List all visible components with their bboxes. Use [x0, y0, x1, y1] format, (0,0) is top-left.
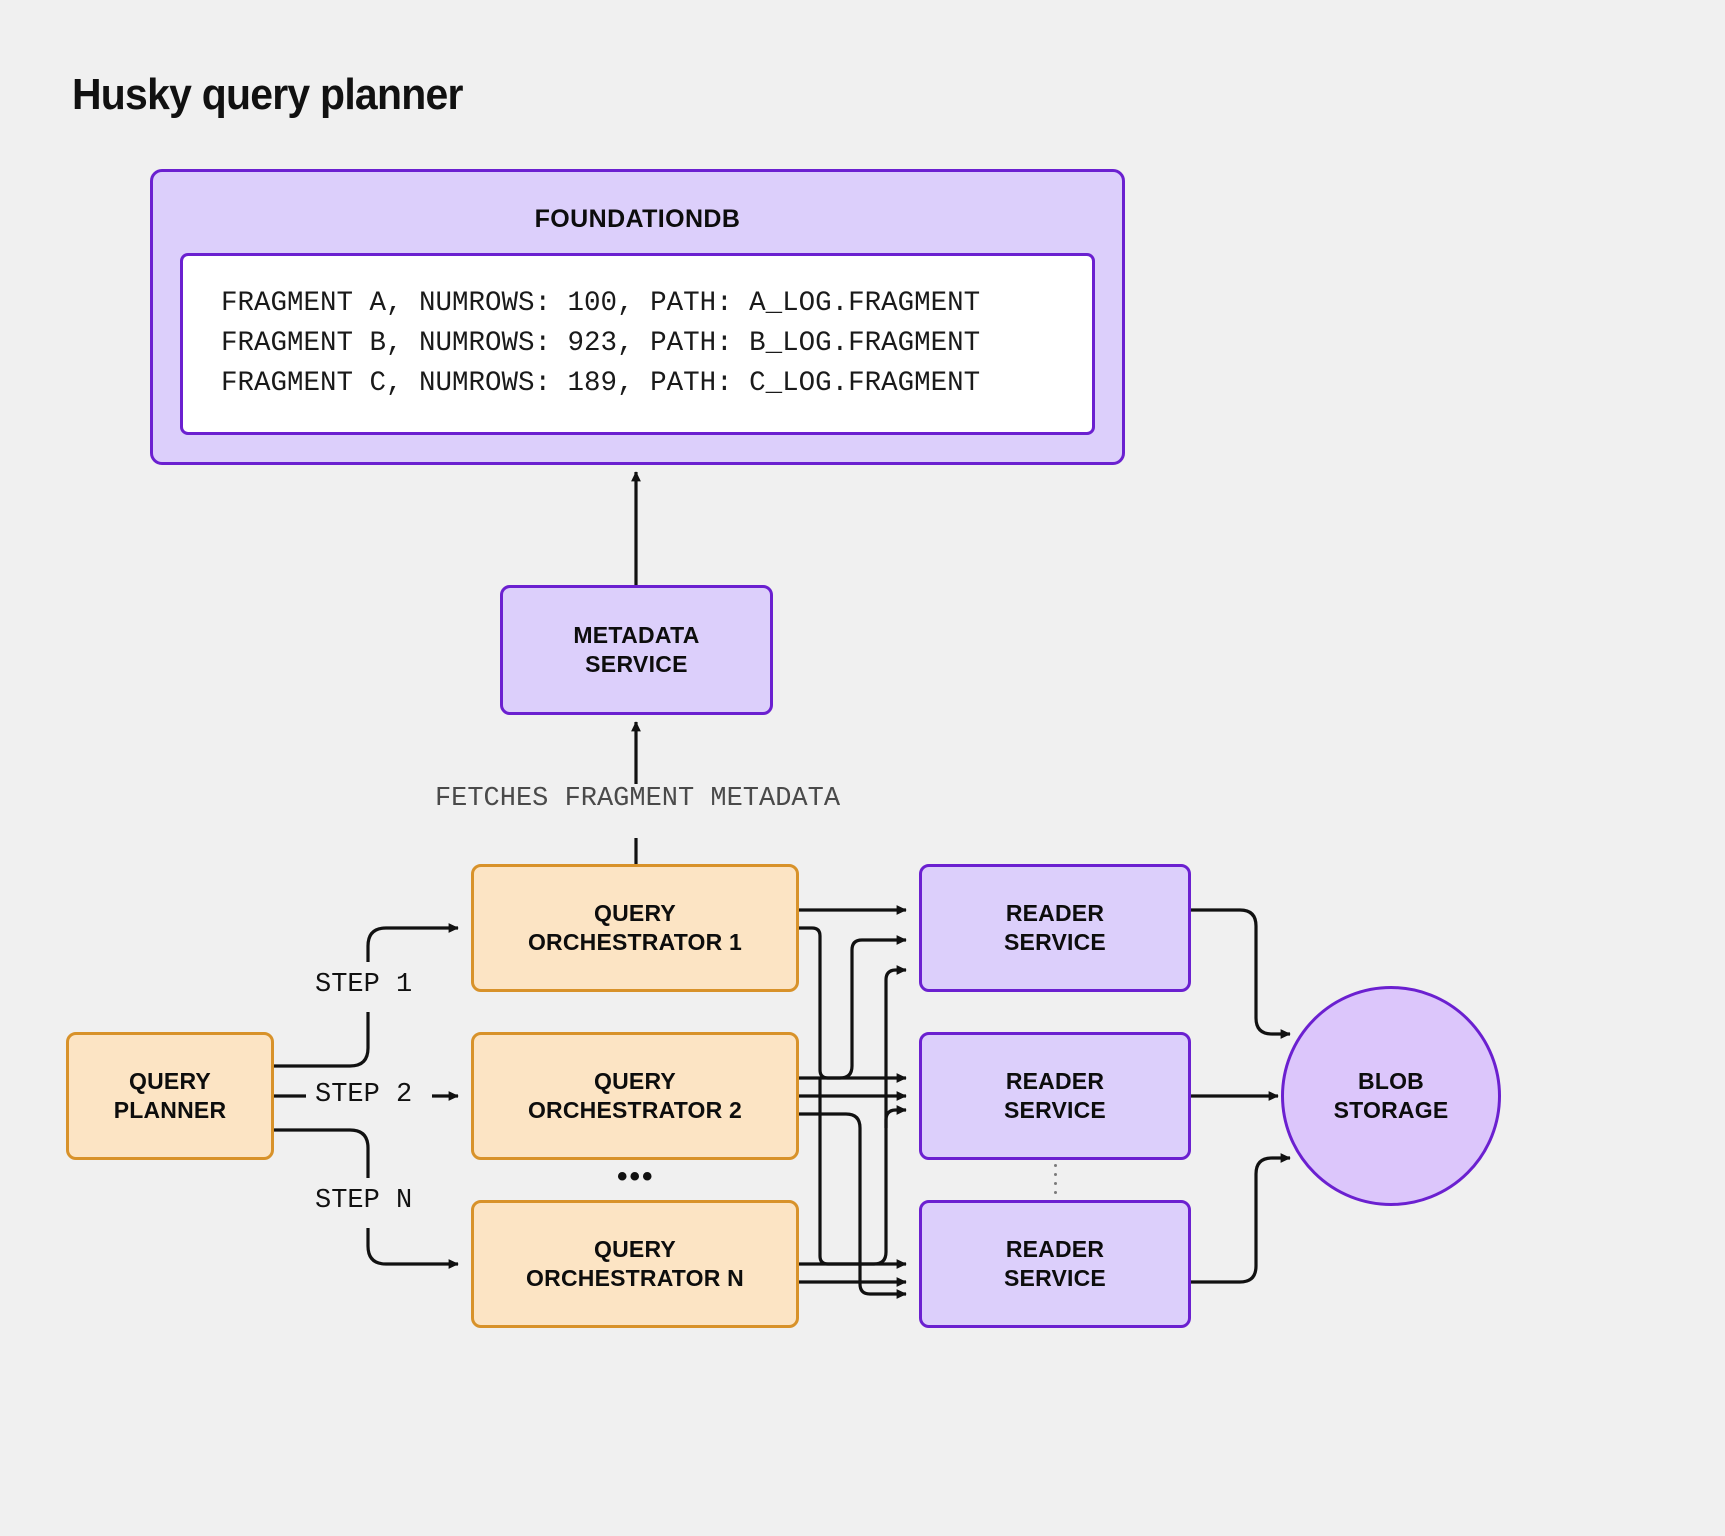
reader-service-3-node[interactable]: READER SERVICE [919, 1200, 1191, 1328]
query-orchestrator-2-label-line2: ORCHESTRATOR 2 [527, 1097, 743, 1123]
reader-service-1-label-line1: READER [1005, 899, 1105, 926]
reader-service-2-node[interactable]: READER SERVICE [919, 1032, 1191, 1160]
query-orchestrator-1-label-line1: QUERY [594, 899, 676, 926]
blob-storage-node[interactable]: BLOB STORAGE [1281, 986, 1501, 1206]
edge-planner-stepN-upper [274, 1128, 370, 1178]
blob-storage-label-line2: STORAGE [1333, 1097, 1449, 1123]
fragment-row: FRAGMENT B, NUMROWS: 923, PATH: B_LOG.FR… [221, 328, 981, 360]
query-orchestrator-n-node[interactable]: QUERY ORCHESTRATOR N [471, 1200, 799, 1328]
edge-planner-stepN-lower [366, 1228, 459, 1269]
edge-orch2-to-reader1 [799, 935, 907, 1080]
query-planner-node[interactable]: QUERY PLANNER [66, 1032, 274, 1160]
edge-label-fetches-fragment-metadata: FETCHES FRAGMENT METADATA [434, 784, 841, 814]
page-title: Husky query planner [72, 70, 463, 119]
edge-label-step-n: STEP N [312, 1186, 416, 1216]
reader-service-ellipsis [1054, 1164, 1057, 1194]
query-planner-label-line1: QUERY [129, 1067, 211, 1094]
query-orchestrator-1-node[interactable]: QUERY ORCHESTRATOR 1 [471, 864, 799, 992]
blob-storage-label-line1: BLOB [1358, 1067, 1424, 1094]
edge-orch1-to-reader2 [799, 926, 907, 1083]
edge-orchN-to-reader1 [799, 965, 907, 1266]
reader-service-3-label-line2: SERVICE [1004, 1265, 1106, 1291]
edge-orch1-to-reader3 [818, 1078, 907, 1269]
query-orchestrator-2-node[interactable]: QUERY ORCHESTRATOR 2 [471, 1032, 799, 1160]
query-orchestrator-n-label-line1: QUERY [594, 1235, 676, 1262]
ellipsis-dot [1054, 1191, 1057, 1194]
metadata-service-label-line1: METADATA [573, 621, 700, 648]
foundationdb-title: FOUNDATIONDB [534, 205, 741, 233]
edge-planner-step1-upper [366, 923, 459, 962]
reader-service-2-label-line1: READER [1005, 1067, 1105, 1094]
ellipsis-dot [1054, 1173, 1057, 1176]
reader-service-1-label-line2: SERVICE [1004, 929, 1106, 955]
query-orchestrator-n-label-line2: ORCHESTRATOR N [526, 1265, 744, 1291]
orchestrator-ellipsis: ••• [617, 1160, 655, 1193]
edge-reader3-to-blob [1191, 1153, 1291, 1284]
query-orchestrator-1-label-line2: ORCHESTRATOR 1 [527, 929, 743, 955]
query-orchestrator-2-label-line1: QUERY [594, 1067, 676, 1094]
edge-reader1-to-blob [1191, 908, 1291, 1039]
edge-orchN-to-reader2 [884, 1105, 907, 1128]
metadata-service-label-line2: SERVICE [585, 651, 688, 677]
foundationdb-fragment-table: FRAGMENT A, NUMROWS: 100, PATH: A_LOG.FR… [180, 253, 1095, 435]
ellipsis-dot [1054, 1182, 1057, 1185]
edge-planner-step1-lower [274, 1012, 370, 1068]
ellipsis-dot [1054, 1164, 1057, 1167]
fragment-row: FRAGMENT A, NUMROWS: 100, PATH: A_LOG.FR… [221, 288, 981, 320]
reader-service-1-node[interactable]: READER SERVICE [919, 864, 1191, 992]
reader-service-3-label-line1: READER [1005, 1235, 1105, 1262]
reader-service-2-label-line2: SERVICE [1004, 1097, 1106, 1123]
edge-label-step-2: STEP 2 [312, 1080, 416, 1110]
edge-orch2-to-reader3 [799, 1112, 907, 1299]
query-planner-label-line2: PLANNER [113, 1097, 227, 1123]
metadata-service-node[interactable]: METADATA SERVICE [500, 585, 773, 715]
fragment-row: FRAGMENT C, NUMROWS: 189, PATH: C_LOG.FR… [221, 367, 981, 399]
edge-label-step-1: STEP 1 [312, 970, 416, 1000]
